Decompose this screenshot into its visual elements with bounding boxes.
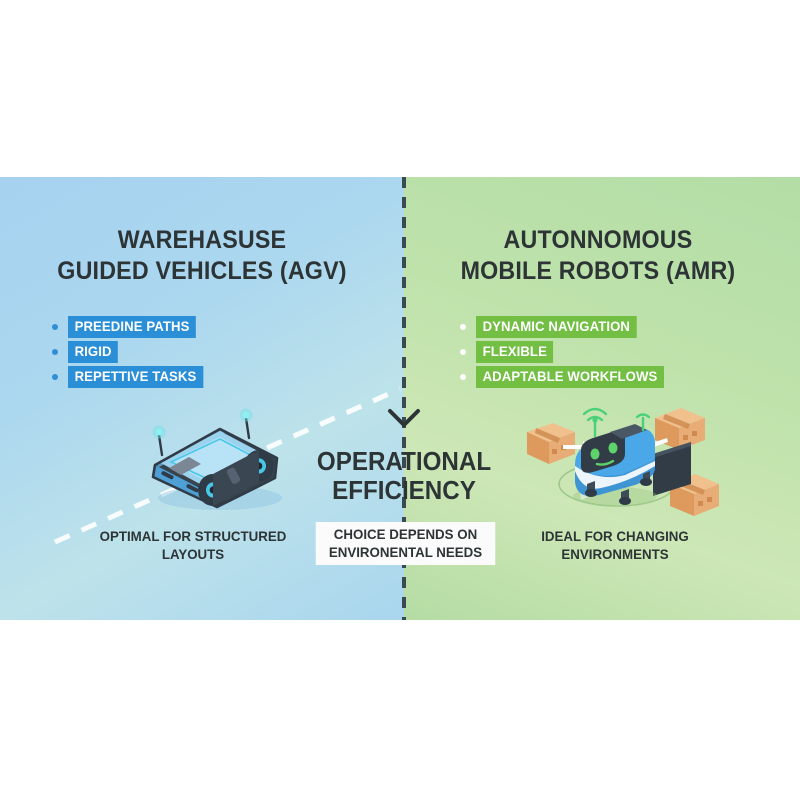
list-item: FLEXIBLE <box>460 340 676 363</box>
infographic-canvas: WAREHASUSE GUIDED VEHICLES (AGV) AUTONNO… <box>0 177 800 620</box>
right-title-line2: MOBILE ROBOTS (AMR) <box>460 257 736 285</box>
center-heading-line2: EFFICIENCY <box>332 475 476 505</box>
right-column-title: AUTONNOMOUS MOBILE ROBOTS (AMR) <box>421 225 774 287</box>
list-item: REPETTIVE TASKS <box>52 365 212 388</box>
bullet-dot-icon <box>52 323 58 330</box>
left-feature-list: PREEDINE PATHS RIGID REPETTIVE TASKS <box>52 315 212 392</box>
cardboard-box-left <box>527 423 575 464</box>
center-note-line2: ENVIRONENTAL NEEDS <box>328 544 483 560</box>
bullet-dot-icon <box>460 323 466 330</box>
center-note-line1: CHOICE DEPENDS ON <box>333 526 478 542</box>
left-title-line1: WAREHASUSE <box>117 226 287 254</box>
right-title-line1: AUTONNOMOUS <box>503 226 693 254</box>
chevron-down-icon <box>388 409 420 427</box>
list-item: RIGID <box>52 340 212 363</box>
left-title-line2: GUIDED VEHICLES (AGV) <box>57 257 347 285</box>
list-item: PREEDINE PATHS <box>52 315 212 338</box>
tablet-screen <box>653 442 691 496</box>
right-feature-list: DYNAMIC NAVIGATION FLEXIBLE ADAPTABLE WO… <box>460 315 676 392</box>
left-caption-line2: LAYOUTS <box>161 546 225 562</box>
feature-badge-1: RIGID <box>68 340 119 363</box>
feature-badge-0: PREEDINE PATHS <box>68 315 197 338</box>
bullet-dot-icon <box>460 348 466 355</box>
bullet-dot-icon <box>460 373 466 380</box>
feature-badge-1: FLEXIBLE <box>476 340 554 363</box>
center-note-box: CHOICE DEPENDS ON ENVIRONENTAL NEEDS <box>315 522 496 565</box>
feature-badge-2: REPETTIVE TASKS <box>68 365 203 388</box>
robot-body <box>575 424 655 505</box>
center-heading-line1: OPERATIONAL <box>316 446 492 476</box>
right-caption-line2: ENVIRONMENTS <box>561 546 669 562</box>
wifi-signal-icons <box>582 407 651 438</box>
vertical-dashed-divider <box>402 177 406 620</box>
list-item: DYNAMIC NAVIGATION <box>460 315 676 338</box>
amr-robot-illustration <box>527 407 719 516</box>
bullet-dot-icon <box>52 348 58 355</box>
right-caption: IDEAL FOR CHANGING ENVIRONMENTS <box>496 527 734 563</box>
left-caption-line1: OPTIMAL FOR STRUCTURED <box>99 528 287 544</box>
feature-badge-0: DYNAMIC NAVIGATION <box>476 315 637 338</box>
center-heading: OPERATIONAL EFFICIENCY <box>292 447 515 505</box>
right-caption-line1: IDEAL FOR CHANGING <box>541 528 689 544</box>
agv-cart-illustration <box>151 408 282 510</box>
left-column-title: WAREHASUSE GUIDED VEHICLES (AGV) <box>25 225 378 287</box>
feature-badge-2: ADAPTABLE WORKFLOWS <box>476 365 664 388</box>
left-caption: OPTIMAL FOR STRUCTURED LAYOUTS <box>74 527 312 563</box>
bullet-dot-icon <box>52 373 58 380</box>
list-item: ADAPTABLE WORKFLOWS <box>460 365 676 388</box>
